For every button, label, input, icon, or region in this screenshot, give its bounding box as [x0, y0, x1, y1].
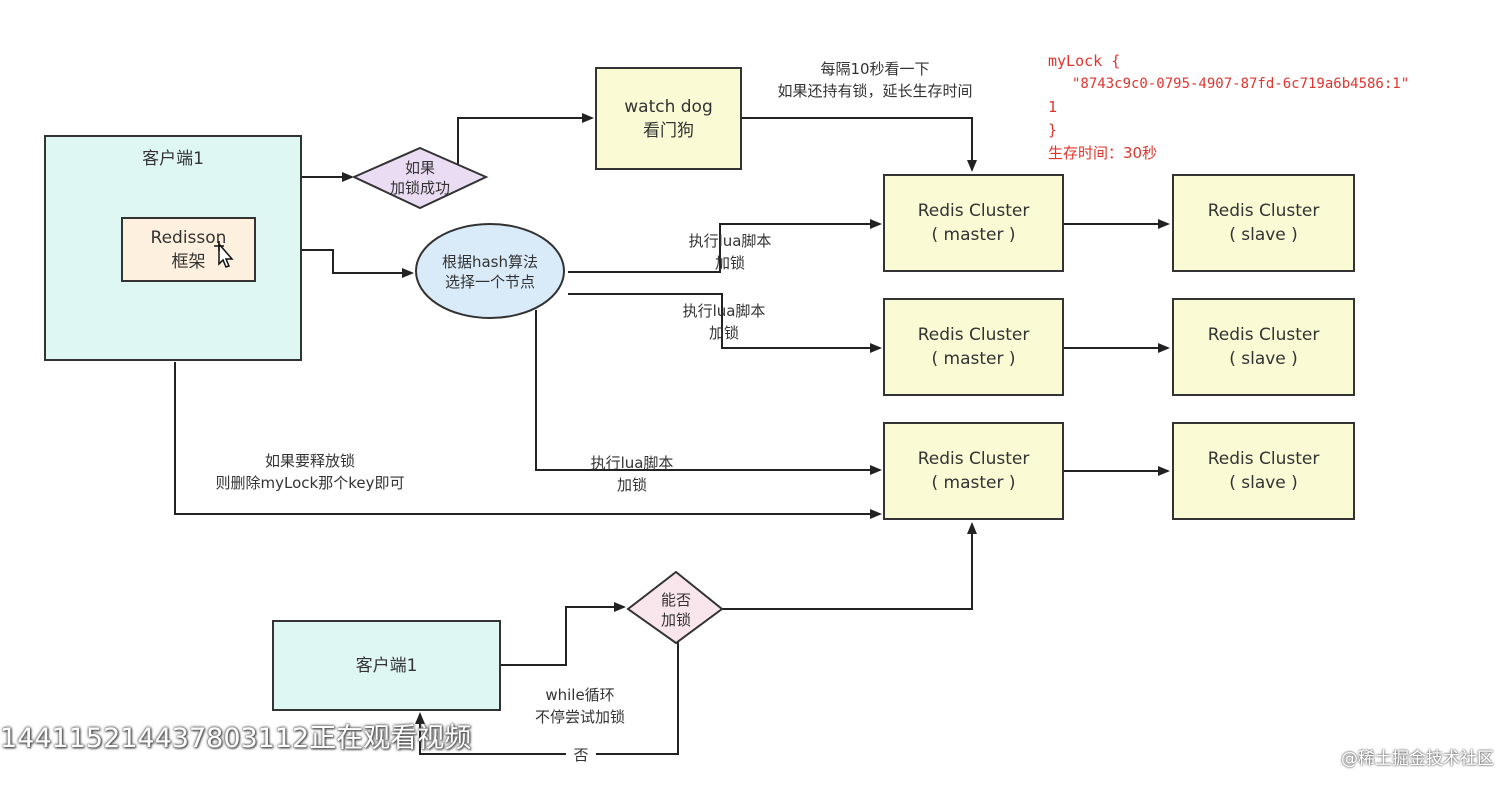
arrow-decision-to-master3 [722, 522, 977, 610]
arrow-release-to-master3 [174, 362, 882, 519]
redis-master-2: Redis Cluster ( master ) [883, 298, 1064, 396]
lock-data-line1: myLock { [1048, 52, 1121, 70]
exec-label-3: 执行lua脚本 加锁 [572, 452, 692, 496]
redis-slave-1-role: ( slave ) [1229, 225, 1298, 245]
watch-dog-box: watch dog 看门狗 [595, 67, 742, 170]
redis-slave-2: Redis Cluster ( slave ) [1172, 298, 1355, 396]
release-note-line2: 则删除myLock那个key即可 [215, 474, 405, 492]
redis-master-3-label: Redis Cluster [917, 449, 1030, 469]
arrow-no-loop-to-client2 [415, 642, 679, 755]
watch-dog-note-line1: 每隔10秒看一下 [820, 60, 930, 78]
release-note: 如果要释放锁 则删除myLock那个key即可 [180, 450, 440, 494]
decision-lock-success: 如果 加锁成功 [370, 156, 470, 200]
exec-label-2-line2: 加锁 [708, 324, 739, 342]
decision-lock-success-line1: 如果 [404, 159, 435, 177]
loop-note-line2: 不停尝试加锁 [534, 708, 625, 726]
redis-master-1-label: Redis Cluster [917, 201, 1030, 221]
viewer-watermark: 1441152144378031​12正在观看视频 [0, 723, 472, 754]
lock-data-line4: } [1048, 121, 1058, 139]
redis-master-2-label: Redis Cluster [917, 325, 1030, 345]
redisson-sublabel: 框架 [171, 251, 206, 272]
exec-label-3-line1: 执行lua脚本 [590, 454, 674, 472]
client-bottom-box: 客户端1 [272, 620, 501, 711]
decision-can-lock-line1: 能否 [660, 591, 691, 609]
lock-data: myLock { "8743c9c0-0795-4907-87fd-6c719a… [1048, 50, 1409, 165]
redis-master-2-role: ( master ) [931, 349, 1016, 369]
client-top-title: 客户端1 [142, 149, 204, 169]
watch-dog-note-line2: 如果还持有锁，延长生存时间 [777, 82, 973, 100]
hash-node: 根据hash算法 选择一个节点 [420, 250, 560, 294]
exec-label-3-line2: 加锁 [616, 476, 647, 494]
redis-master-3-role: ( master ) [931, 473, 1016, 493]
site-watermark: @稀土掘金技术社区 [1341, 749, 1494, 769]
lock-data-line3: 1 [1048, 98, 1058, 116]
watch-dog-label: watch dog [624, 96, 713, 117]
exec-label-2: 执行lua脚本 加锁 [664, 300, 784, 344]
redis-master-3: Redis Cluster ( master ) [883, 422, 1064, 520]
redisson-box: Redisson 框架 [121, 217, 256, 282]
watch-dog-note: 每隔10秒看一下 如果还持有锁，延长生存时间 [750, 58, 1000, 102]
redis-master-1: Redis Cluster ( master ) [883, 174, 1064, 272]
client-bottom-title: 客户端1 [355, 655, 418, 676]
decision-can-lock-line2: 加锁 [660, 611, 691, 629]
exec-label-2-line1: 执行lua脚本 [682, 302, 766, 320]
watch-dog-sublabel: 看门狗 [643, 120, 694, 141]
hash-node-line1: 根据hash算法 [441, 253, 539, 271]
arrow-hash-to-master2 [568, 293, 882, 353]
cursor-icon [214, 241, 234, 268]
no-label: 否 [566, 744, 596, 766]
arrow-client2-to-decision [500, 602, 626, 666]
arrow-hash-to-master1 [568, 219, 882, 273]
redis-slave-2-role: ( slave ) [1229, 349, 1298, 369]
exec-label-1: 执行lua脚本 加锁 [670, 230, 790, 274]
exec-label-1-line1: 执行lua脚本 [688, 232, 772, 250]
decision-lock-success-shape [351, 146, 489, 210]
redis-slave-1-label: Redis Cluster [1207, 201, 1320, 221]
redis-slave-3: Redis Cluster ( slave ) [1172, 422, 1355, 520]
arrow-decision-to-watchdog [457, 113, 594, 177]
client-top-box: 客户端1 [44, 135, 302, 361]
arrow-hash-to-master3 [535, 310, 882, 475]
redis-slave-3-label: Redis Cluster [1207, 449, 1320, 469]
release-note-line1: 如果要释放锁 [264, 452, 355, 470]
hash-node-line2: 选择一个节点 [444, 273, 535, 291]
redis-slave-1: Redis Cluster ( slave ) [1172, 174, 1355, 272]
lock-data-line2: "8743c9c0-0795-4907-87fd-6c719a6b4586:1" [1072, 76, 1410, 92]
decision-lock-success-line2: 加锁成功 [389, 179, 450, 197]
redis-master-1-role: ( master ) [931, 225, 1016, 245]
loop-note: while循环 不停尝试加锁 [510, 684, 650, 728]
redis-slave-3-role: ( slave ) [1229, 473, 1298, 493]
lock-data-ttl: 生存时间：30秒 [1048, 144, 1158, 162]
redisson-label: Redisson [150, 227, 227, 248]
arrow-watchdog-to-master1 [742, 117, 977, 172]
redis-slave-2-label: Redis Cluster [1207, 325, 1320, 345]
exec-label-1-line2: 加锁 [714, 254, 745, 272]
decision-can-lock: 能否 加锁 [640, 588, 712, 632]
decision-can-lock-shape [626, 570, 724, 645]
loop-note-line1: while循环 [545, 686, 615, 704]
hash-node-shape [415, 223, 565, 319]
